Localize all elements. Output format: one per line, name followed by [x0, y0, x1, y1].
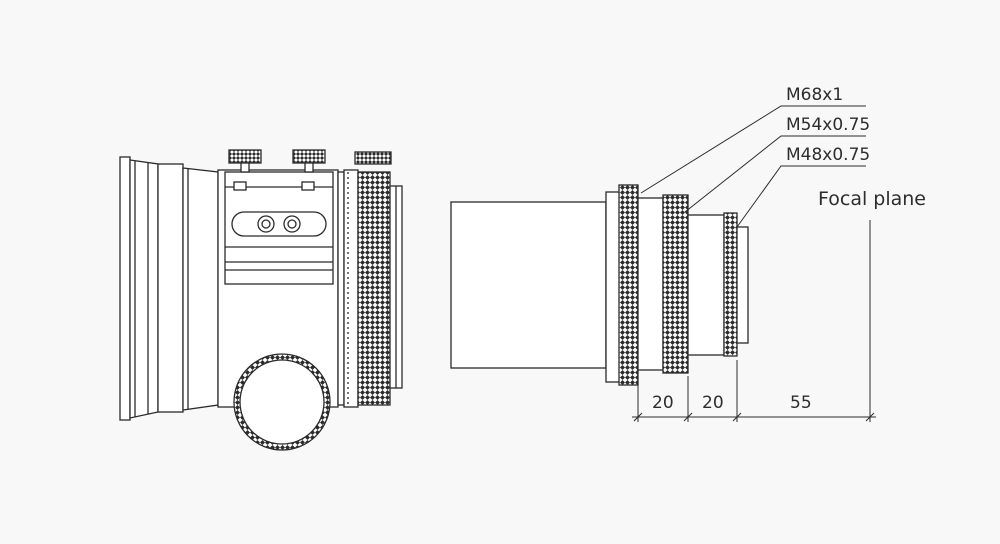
m68-body — [637, 197, 664, 371]
rear-ring — [343, 169, 359, 408]
leader-lines — [640, 105, 866, 228]
m54-ring — [662, 194, 689, 374]
m48-ring — [723, 212, 738, 357]
leader-m68 — [640, 105, 866, 194]
lens-hood-flare — [129, 159, 159, 419]
leader-m54 — [684, 135, 866, 213]
m68-ring — [618, 184, 639, 386]
leader-m48 — [736, 165, 866, 228]
mount-tab-left — [233, 181, 247, 191]
mount-tab-right — [301, 181, 315, 191]
focal-plane-label: Focal plane — [818, 188, 926, 210]
dimension-lines — [632, 360, 876, 422]
lens-side-view — [119, 149, 403, 451]
focus-ring-knurled — [357, 171, 391, 406]
thread-label-m68: M68x1 — [786, 85, 844, 105]
dimension-label-1: 20 — [652, 393, 674, 413]
thumb-screw-right — [292, 149, 326, 173]
lens-adapter-view — [450, 184, 749, 386]
lens-hood-rim — [119, 156, 131, 421]
lens-barrel-outline — [450, 201, 607, 369]
dimension-label-3: 55 — [790, 393, 812, 413]
thumb-screw-left — [228, 149, 262, 173]
thread-label-m48: M48x0.75 — [786, 145, 871, 165]
mount-slot — [231, 211, 327, 237]
m54-body — [687, 214, 725, 356]
rear-ring-spacer — [337, 171, 345, 406]
focus-ring-top-knurl — [354, 151, 392, 165]
dimension-label-2: 20 — [702, 393, 724, 413]
thread-label-m54: M54x0.75 — [786, 115, 871, 135]
m48-flange — [736, 226, 749, 344]
front-barrel — [157, 163, 184, 413]
